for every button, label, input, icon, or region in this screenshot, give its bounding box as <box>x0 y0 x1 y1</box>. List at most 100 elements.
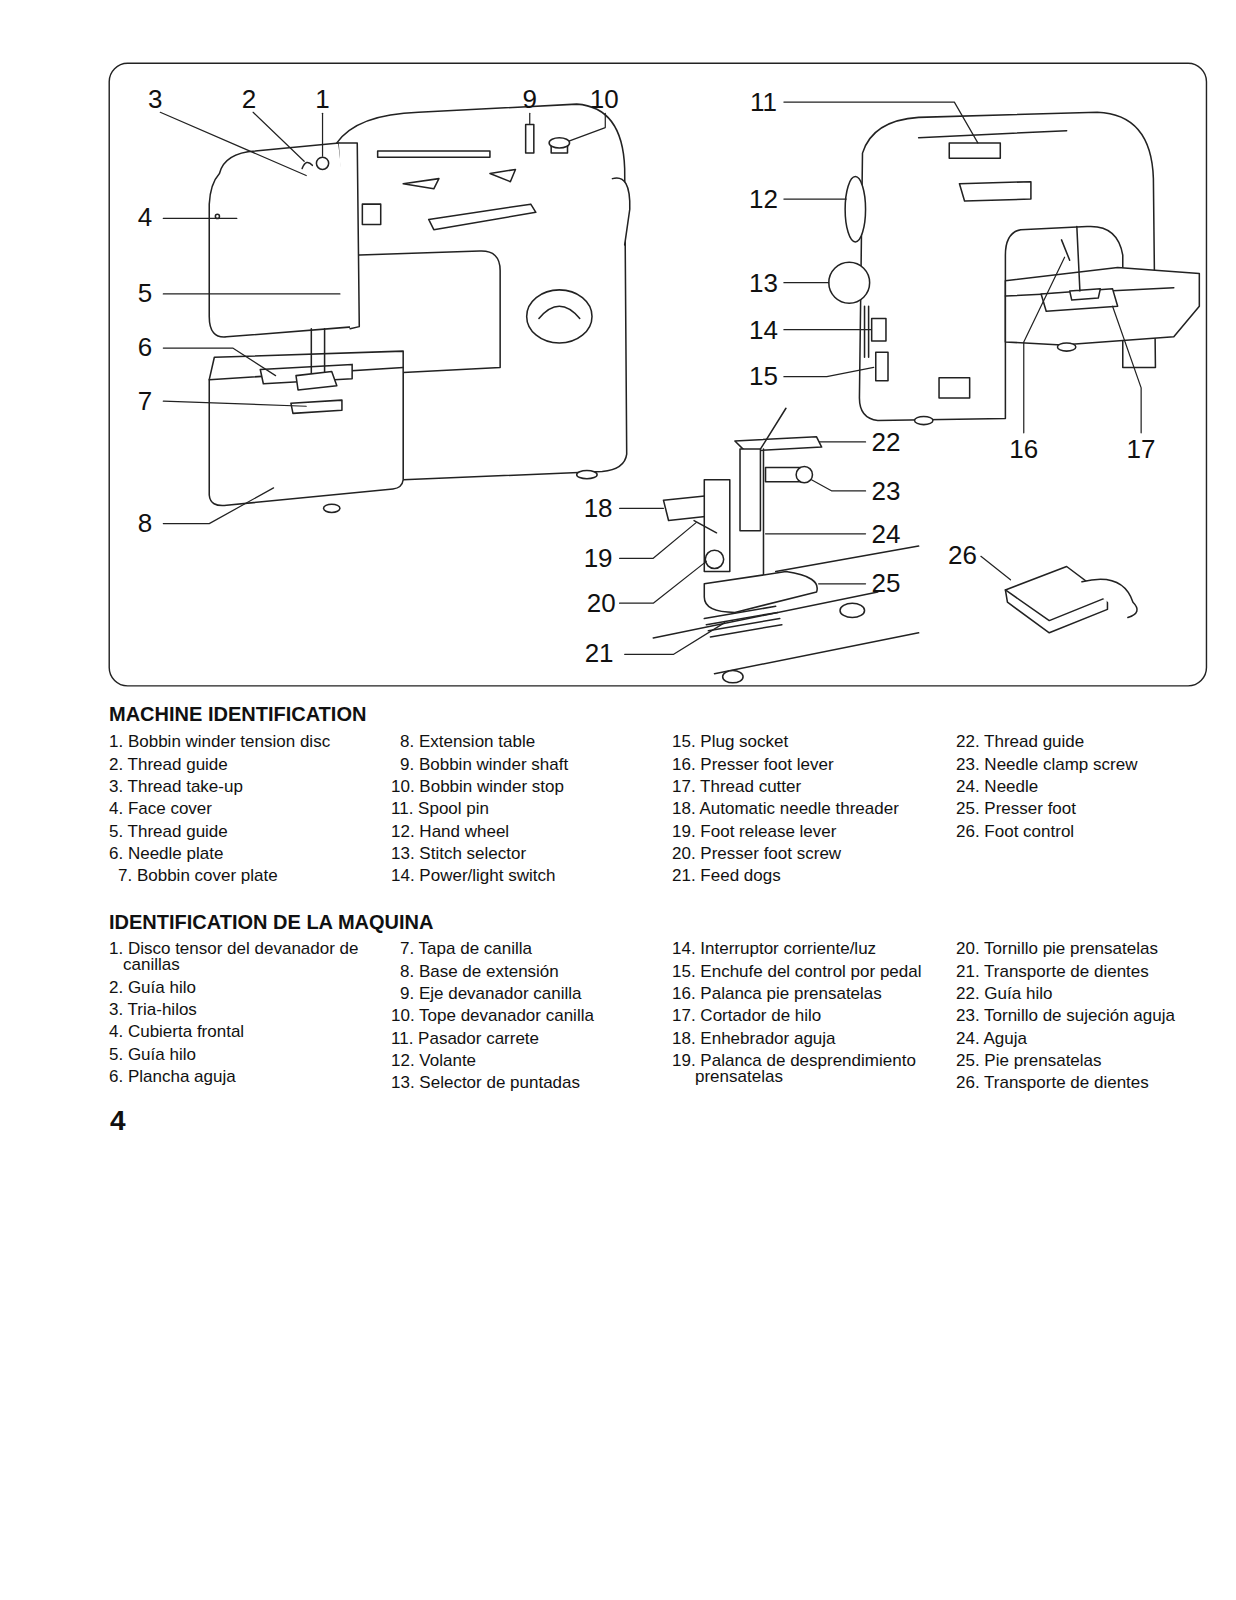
legend-item: 25. Pie prensatelas <box>956 1050 1228 1072</box>
callout-number: 15 <box>749 362 778 390</box>
legend-item: 14. Power/light switch <box>391 865 663 887</box>
section-heading: IDENTIFICATION DE LA MAQUINA <box>109 911 433 933</box>
callout-number: 17 <box>1127 435 1156 463</box>
line-art <box>322 113 323 156</box>
line-art <box>160 112 306 175</box>
legend-item: 6. Needle plate <box>109 843 381 865</box>
presser-bar <box>1070 227 1101 300</box>
list-column: 20. Tornillo pie prensatelas21. Transpor… <box>956 938 1228 1095</box>
presser-foot <box>296 372 337 390</box>
legend-item: 22. Thread guide <box>956 731 1228 753</box>
legend-item: 24. Needle <box>956 776 1228 798</box>
legend-item: 12. Hand wheel <box>391 821 663 843</box>
line-art <box>1113 306 1142 433</box>
legend-item: 21. Transporte de dientes <box>956 960 1228 982</box>
legend-item: 19. Foot release lever <box>672 821 952 843</box>
plug-socket <box>876 352 888 381</box>
callout-number: 2 <box>242 85 256 113</box>
legend-item: 9. Bobbin winder shaft <box>400 753 663 775</box>
machine-foot <box>577 471 597 479</box>
front-machine <box>209 104 630 512</box>
callout-number: 23 <box>871 477 900 505</box>
power-switch <box>872 318 886 340</box>
callout-number: 8 <box>138 509 152 537</box>
legend-item: 12. Volante <box>391 1050 663 1072</box>
callout-number: 9 <box>522 85 536 113</box>
legend-item: 19. Palanca de desprendimiento prensatel… <box>672 1050 952 1088</box>
tension-disc <box>316 157 328 169</box>
list-column: 1. Disco tensor del devanador de canilla… <box>109 938 381 1088</box>
slider <box>362 204 380 224</box>
legend-item: 24. Aguja <box>956 1028 1228 1050</box>
legend-item: 16. Palanca pie prensatelas <box>672 983 952 1005</box>
callout-number: 22 <box>871 428 900 456</box>
legend-item: 13. Selector de puntadas <box>391 1072 663 1094</box>
top-recess <box>403 169 515 188</box>
legend-item: 18. Enhebrador aguja <box>672 1028 952 1050</box>
legend-item: 23. Needle clamp screw <box>956 753 1228 775</box>
section-heading: MACHINE IDENTIFICATION <box>109 703 366 725</box>
callout-number: 12 <box>749 185 778 213</box>
machine-body <box>859 112 1155 420</box>
needle-plate-lines <box>653 546 918 674</box>
take-up-slot <box>339 143 359 329</box>
line-art <box>1024 257 1065 433</box>
dial-arc <box>539 306 580 318</box>
callout-number: 7 <box>138 387 152 415</box>
extension-table <box>209 351 403 505</box>
line-art <box>620 561 707 603</box>
legend-item: 26. Foot control <box>956 821 1228 843</box>
legend-item: 5. Guía hilo <box>109 1044 381 1066</box>
back-machine <box>829 112 1200 424</box>
page-number: 4 <box>110 1106 126 1136</box>
legend-item: 20. Tornillo pie prensatelas <box>956 938 1228 960</box>
top-tray <box>959 182 1030 201</box>
figure-frame <box>109 63 1206 686</box>
legend-item: 4. Face cover <box>109 798 381 820</box>
line-art <box>784 282 829 283</box>
winder-knob <box>549 138 569 148</box>
line-art <box>163 401 306 406</box>
legend-item: 6. Plancha aguja <box>109 1066 381 1088</box>
callout-number: 18 <box>584 494 613 522</box>
line-art <box>811 480 865 491</box>
callout-number: 14 <box>749 316 778 344</box>
callout-number: 20 <box>587 589 616 617</box>
callout-number: 16 <box>1009 435 1038 463</box>
spool-holder <box>949 143 1000 158</box>
callout-number: 3 <box>148 85 162 113</box>
face-cover <box>209 143 355 337</box>
line-art <box>981 556 1011 579</box>
machine-foot <box>1057 343 1075 351</box>
legend-item: 3. Tria-hilos <box>109 999 381 1021</box>
line-art <box>819 583 866 584</box>
legend-item: 26. Transporte de dientes <box>956 1072 1228 1094</box>
line-art <box>820 441 866 442</box>
callout-number: 24 <box>871 520 900 548</box>
list-column: 1. Bobbin winder tension disc2. Thread g… <box>109 731 381 888</box>
callout-number: 5 <box>138 279 152 307</box>
needle-bar <box>740 449 760 531</box>
line-art <box>253 112 304 161</box>
presser-foot <box>704 572 817 613</box>
winder-shaft <box>526 125 534 154</box>
legend-item: 20. Presser foot screw <box>672 843 952 865</box>
callout-number: 10 <box>590 85 619 113</box>
stitch-dial <box>527 290 592 343</box>
callout-number: 13 <box>749 269 778 297</box>
callout-number: 26 <box>948 541 977 569</box>
legend-item: 15. Plug socket <box>672 731 952 753</box>
legend-item: 13. Stitch selector <box>391 843 663 865</box>
line-art <box>163 293 340 294</box>
legend-item: 1. Bobbin winder tension disc <box>109 731 381 753</box>
line-art <box>784 329 871 330</box>
callout-number: 19 <box>584 544 613 572</box>
legend-item: 1. Disco tensor del devanador de canilla… <box>109 938 381 976</box>
line-art <box>620 523 697 559</box>
legend-item: 3. Thread take-up <box>109 776 381 798</box>
legend-item: 2. Thread guide <box>109 753 381 775</box>
line-art <box>570 113 606 141</box>
legend-item: 25. Presser foot <box>956 798 1228 820</box>
needle <box>763 449 765 577</box>
thread <box>760 408 786 449</box>
